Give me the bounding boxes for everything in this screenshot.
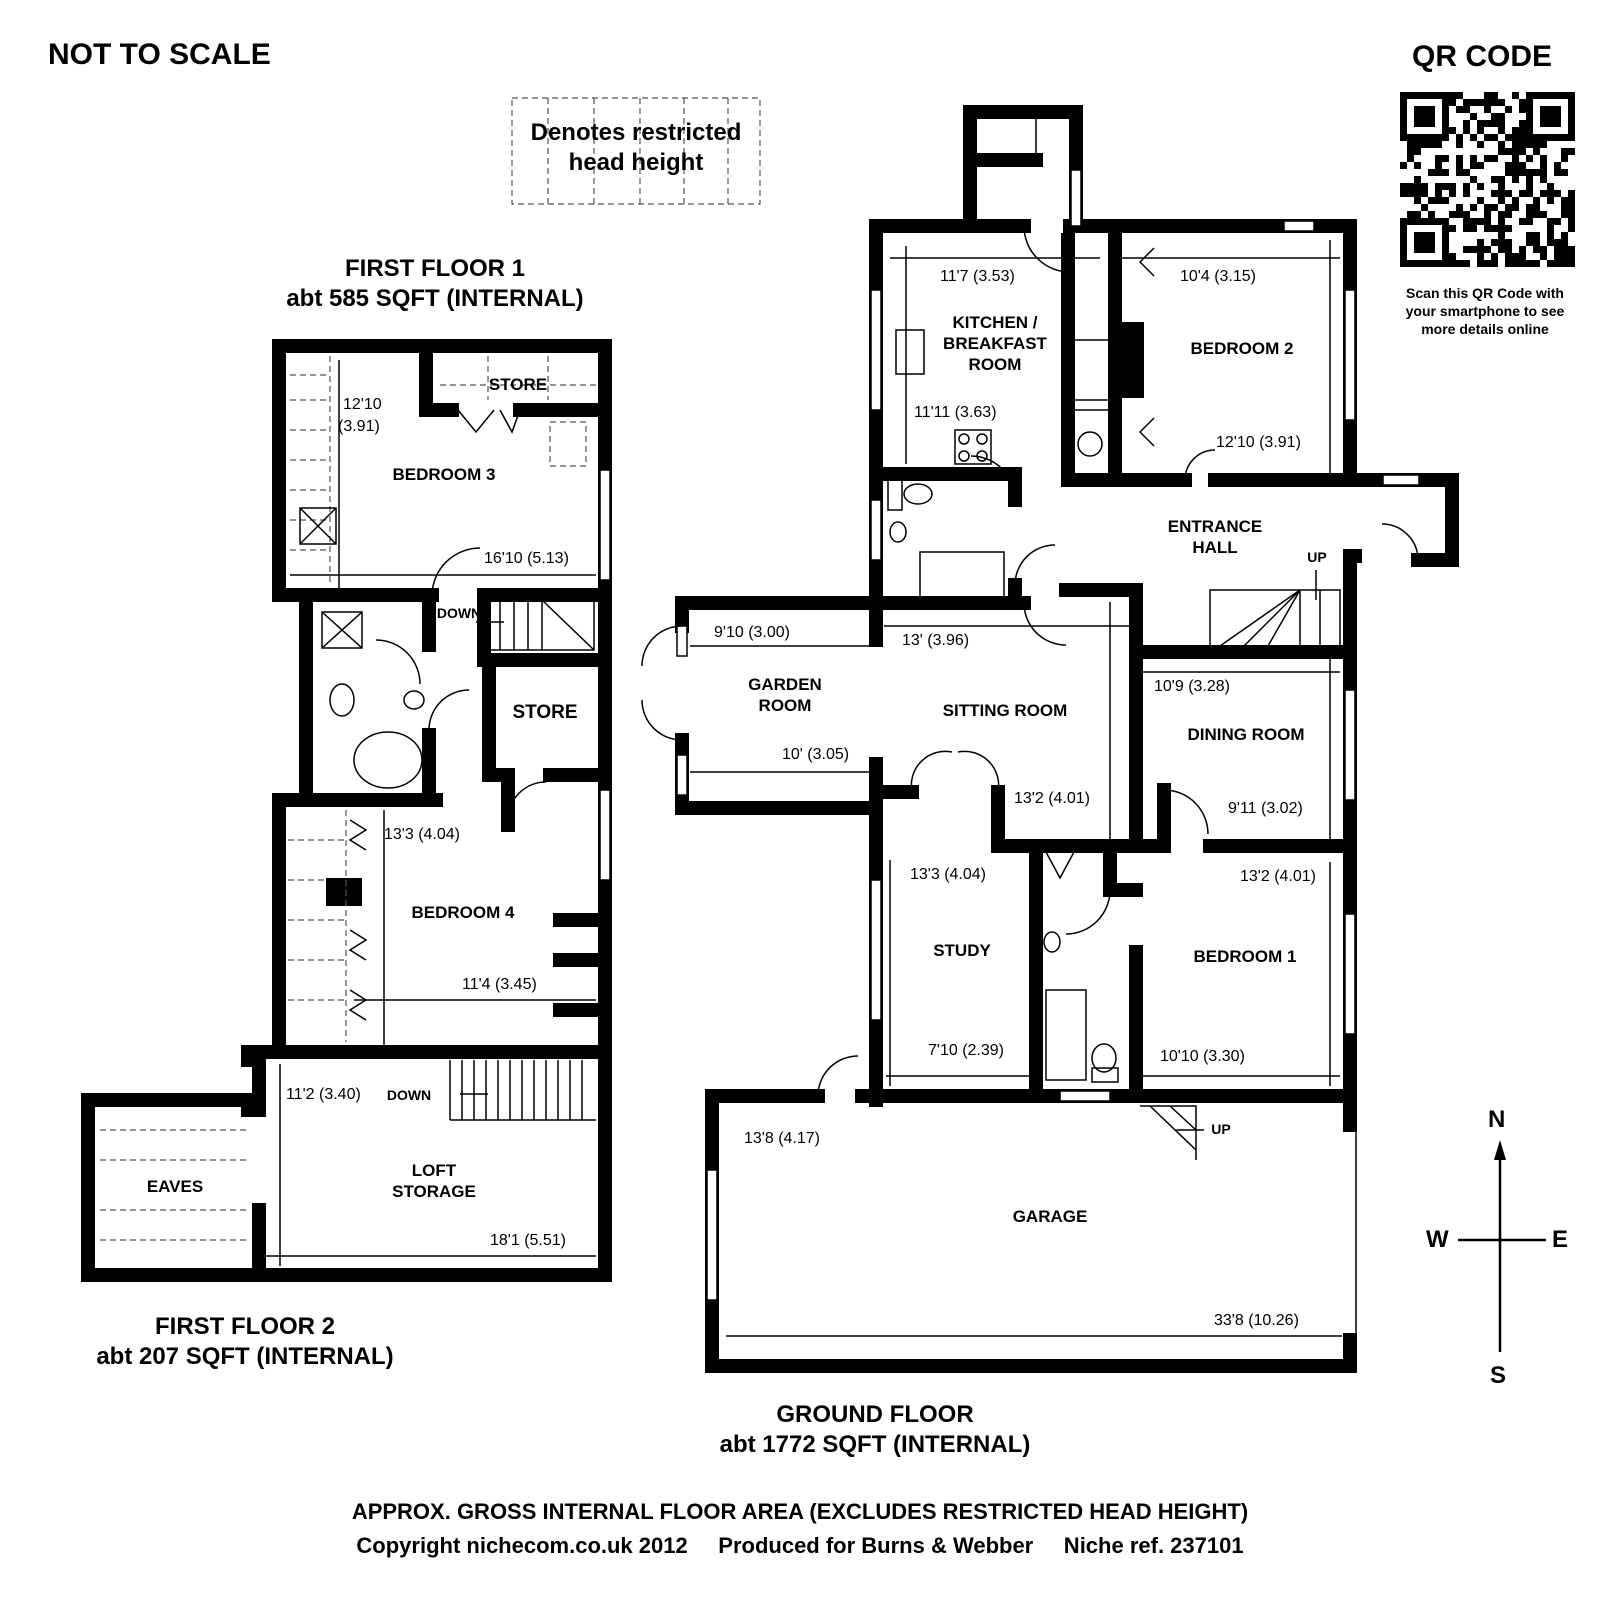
first-floor-1-title: FIRST FLOOR 1 abt 585 SQFT (INTERNAL): [240, 254, 630, 314]
dim-garden-width: 9'10 (3.00): [714, 624, 790, 641]
dim-garden-width-2: 10' (3.05): [782, 746, 850, 763]
qr-title: QR CODE: [1412, 40, 1553, 73]
compass-north: N: [1488, 1106, 1506, 1133]
legend-label: Denotes restricted head height: [530, 119, 742, 176]
room-sitting-room: SITTING ROOM: [942, 701, 1068, 720]
dim-dining-height: 9'11 (3.02): [1228, 800, 1303, 817]
ground-floor-area: abt 1772 SQFT (INTERNAL): [719, 1431, 1031, 1458]
room-eaves: EAVES: [146, 1177, 204, 1196]
room-garage: GARAGE: [1012, 1207, 1088, 1226]
room-bedroom-2: BEDROOM 2: [1190, 339, 1294, 358]
dim-sitting-height: 13'2 (4.01): [1014, 790, 1090, 807]
dim-bedroom3-length: 16'10 (5.13): [484, 550, 569, 567]
dim-study-width: 7'10 (2.39): [928, 1042, 1004, 1059]
room-bedroom-1: BEDROOM 1: [1193, 947, 1297, 966]
ground-floor-walls: [675, 105, 1459, 1373]
dim-garage-width: 33'8 (10.26): [1214, 1312, 1299, 1329]
first-floor-2-title: FIRST FLOOR 2 abt 207 SQFT (INTERNAL): [40, 1312, 450, 1372]
dim-dining-width: 10'9 (3.28): [1154, 678, 1230, 695]
not-to-scale-label: NOT TO SCALE: [48, 38, 271, 71]
ground-floor-name: GROUND FLOOR: [776, 1401, 974, 1428]
compass-east: E: [1552, 1226, 1569, 1253]
dim-bedroom2-width: 10'4 (3.15): [1180, 268, 1256, 285]
room-dining-room: DINING ROOM: [1187, 725, 1305, 744]
dim-bedroom3-width-metric: (3.91): [338, 418, 380, 435]
dim-bedroom4-height: 13'3 (4.04): [384, 826, 460, 843]
stairs-up-label-1: UP: [1307, 549, 1327, 565]
room-entrance-hall: ENTRANCE HALL: [1167, 517, 1263, 557]
room-store-mid: STORE: [512, 702, 578, 723]
room-bedroom-4: BEDROOM 4: [411, 903, 515, 922]
first-floor-1-area: abt 585 SQFT (INTERNAL): [286, 285, 584, 312]
qr-code: [1400, 92, 1575, 267]
footer-area-note: APPROX. GROSS INTERNAL FLOOR AREA (EXCLU…: [351, 1499, 1249, 1524]
first-floor-1-restricted: [288, 356, 611, 1042]
compass-west: W: [1426, 1226, 1449, 1253]
dim-bedroom1-width: 10'10 (3.30): [1160, 1048, 1245, 1065]
dimension-lines: [266, 240, 1342, 1337]
stairs-down-label-1: DOWN: [436, 605, 482, 621]
room-study: STUDY: [933, 941, 991, 960]
ground-floor-title: GROUND FLOOR abt 1772 SQFT (INTERNAL): [660, 1400, 1090, 1460]
dim-study-height: 13'3 (4.04): [910, 866, 986, 883]
dim-bedroom4-width: 11'4 (3.45): [462, 976, 537, 993]
first-floor-2-name: FIRST FLOOR 2: [155, 1313, 335, 1340]
qr-caption: Scan this QR Code with your smartphone t…: [1405, 285, 1565, 337]
dim-garage-height: 13'8 (4.17): [744, 1130, 820, 1147]
first-floor-1-walls: [272, 339, 612, 1059]
ground-floor-fixtures: [641, 169, 1420, 1301]
first-floor-2-area: abt 207 SQFT (INTERNAL): [96, 1343, 394, 1370]
legend-hatch-box: [511, 97, 761, 205]
dim-bedroom3-width: 12'10: [343, 396, 382, 413]
compass-rose: [1458, 1140, 1546, 1352]
dim-loft-height: 11'2 (3.40): [286, 1086, 361, 1103]
dim-loft-width: 18'1 (5.51): [490, 1232, 566, 1249]
compass-south: S: [1490, 1362, 1507, 1389]
dim-bedroom1-height: 13'2 (4.01): [1240, 868, 1316, 885]
first-floor-1-name: FIRST FLOOR 1: [345, 255, 525, 282]
room-garden-room: GARDEN ROOM: [748, 675, 822, 715]
room-bedroom-3: BEDROOM 3: [392, 465, 496, 484]
footer-copyright: Copyright nichecom.co.uk 2012 Produced f…: [356, 1533, 1244, 1558]
dim-kitchen-height: 11'11 (3.63): [914, 404, 997, 421]
room-store-top: STORE: [488, 375, 548, 394]
dim-sitting-width: 13' (3.96): [902, 632, 970, 649]
dim-bedroom2-height: 12'10 (3.91): [1216, 434, 1301, 451]
stairs-down-label-2: DOWN: [386, 1087, 432, 1103]
first-floor-2-walls: [81, 1045, 612, 1282]
room-kitchen: KITCHEN / BREAKFAST ROOM: [943, 313, 1047, 374]
stairs-up-label-2: UP: [1211, 1121, 1231, 1137]
dim-kitchen-width: 11'7 (3.53): [940, 268, 1015, 285]
room-loft-storage: LOFT STORAGE: [392, 1161, 476, 1201]
